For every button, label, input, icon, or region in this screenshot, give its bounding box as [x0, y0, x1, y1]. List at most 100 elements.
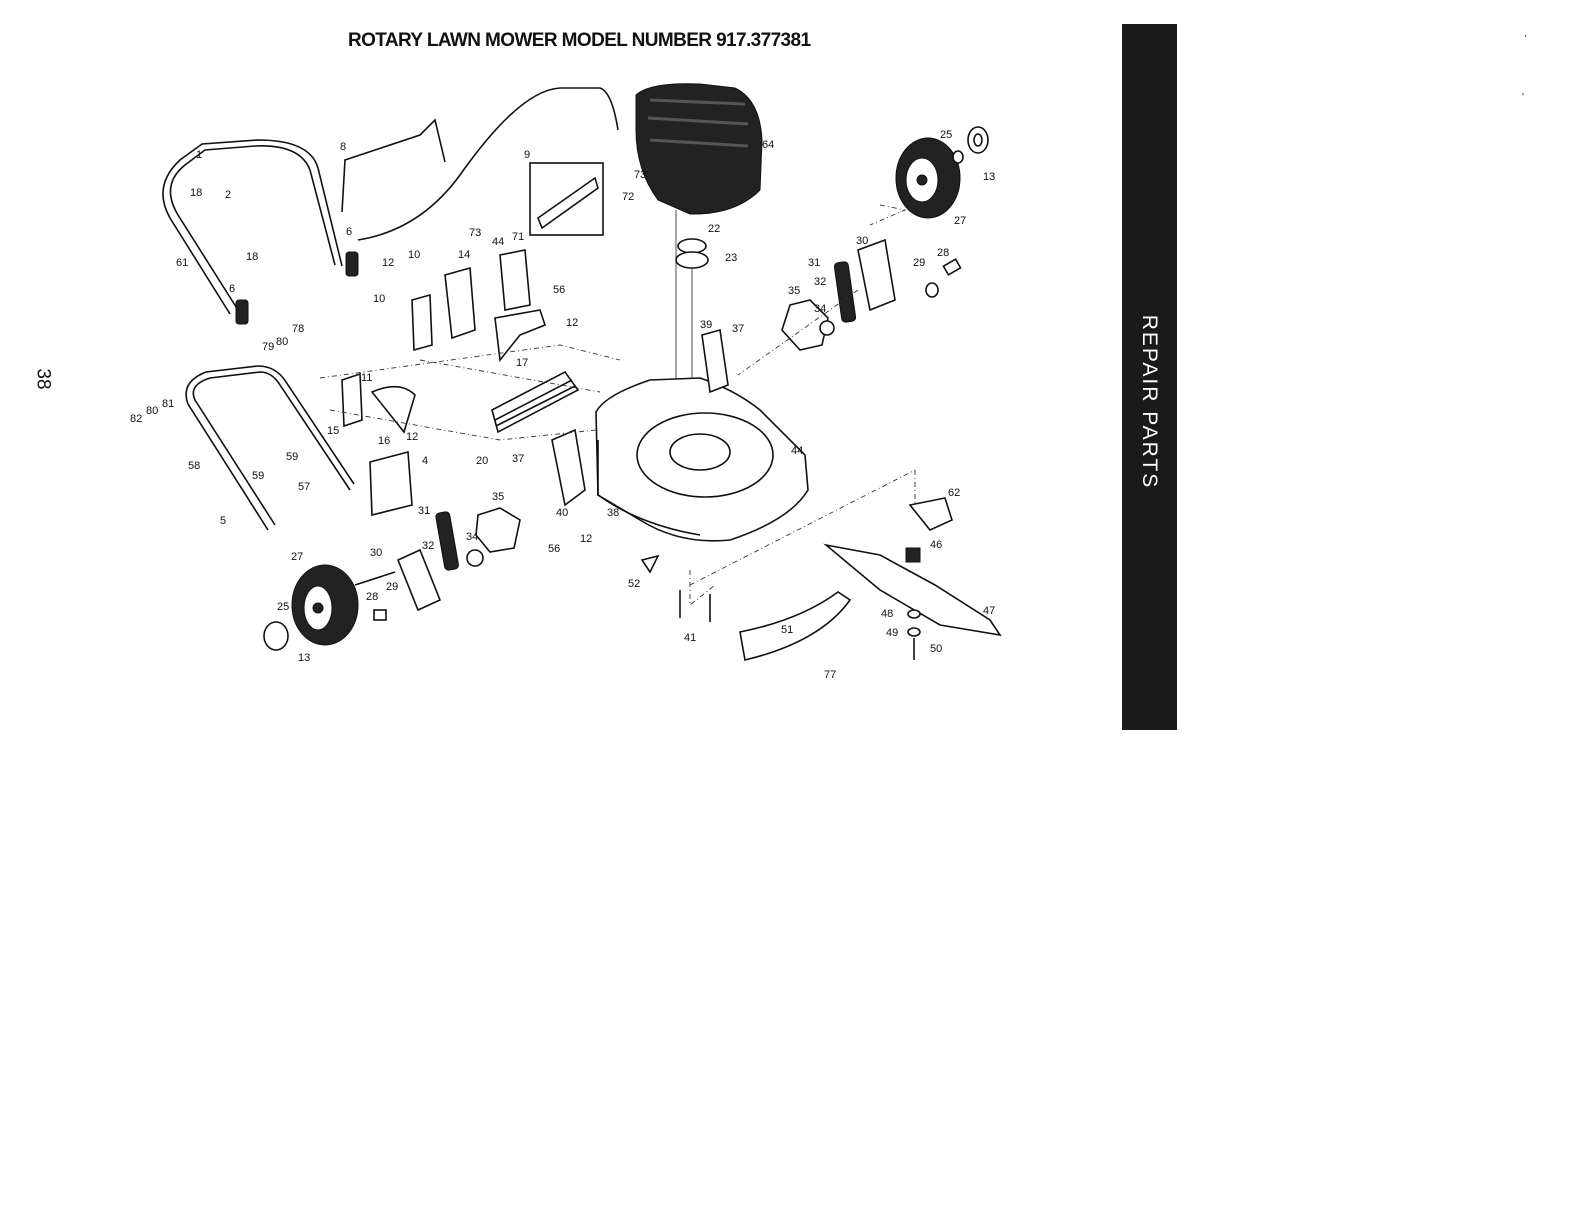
callout: 40 — [556, 507, 568, 519]
callout: 41 — [684, 632, 696, 644]
height-adjuster-bracket — [858, 240, 895, 310]
star-plate-left — [476, 508, 520, 552]
engine — [636, 84, 762, 214]
callout: 52 — [628, 578, 640, 590]
callout: 37 — [512, 453, 524, 465]
callout: 12 — [566, 317, 578, 329]
callout: 18 — [190, 187, 202, 199]
callout: 59 — [286, 451, 298, 463]
pulley — [678, 239, 706, 253]
callout: 71 — [512, 231, 524, 243]
handle-knob-lower — [236, 300, 248, 324]
callout: 20 — [476, 455, 488, 467]
washer-48 — [908, 610, 920, 618]
callout: 57 — [298, 481, 310, 493]
callout: 32 — [422, 540, 434, 552]
callout: 51 — [781, 624, 793, 636]
bracket-10 — [412, 295, 432, 350]
washer-25 — [953, 151, 963, 163]
callout: 39 — [700, 319, 712, 331]
callout: 34 — [466, 531, 478, 543]
callout: 29 — [386, 581, 398, 593]
bracket-15 — [342, 374, 362, 426]
height-adjuster-lever — [834, 261, 856, 322]
callout: 12 — [580, 533, 592, 545]
callout: 22 — [708, 223, 720, 235]
plug-52 — [642, 556, 658, 572]
callout: 34 — [814, 303, 826, 315]
upper-handle — [163, 140, 342, 314]
callout: 28 — [366, 591, 378, 603]
callout: 73 — [634, 169, 646, 181]
callout: 31 — [418, 505, 430, 517]
callout: 78 — [292, 323, 304, 335]
callout: 17 — [516, 357, 528, 369]
callout: 30 — [370, 547, 382, 559]
pulley-lower — [676, 252, 708, 268]
callout: 49 — [886, 627, 898, 639]
callout: 10 — [373, 293, 385, 305]
callout: 50 — [930, 643, 942, 655]
callout: 44 — [791, 445, 803, 457]
callout: 29 — [913, 257, 925, 269]
callout: 61 — [176, 257, 188, 269]
callout: 79 — [262, 341, 274, 353]
callout: 80 — [146, 405, 158, 417]
callout: 5 — [220, 515, 226, 527]
rear-baffle-20 — [492, 372, 578, 432]
baffle-62 — [910, 498, 952, 530]
callout: 38 — [607, 507, 619, 519]
bolt-28 — [943, 259, 960, 275]
callout: 18 — [246, 251, 258, 263]
callout: 32 — [814, 276, 826, 288]
callout: 37 — [732, 323, 744, 335]
callout: 9 — [524, 149, 530, 161]
callout: 80 — [276, 336, 288, 348]
callout: 27 — [954, 215, 966, 227]
callout: 10 — [408, 249, 420, 261]
callout: 81 — [162, 398, 174, 410]
handle-knob-upper — [346, 252, 358, 276]
washer-49 — [908, 628, 920, 636]
hubcap-13-left — [264, 622, 288, 650]
callout: 48 — [881, 608, 893, 620]
callout: 1 — [196, 149, 202, 161]
rear-deflector-51 — [740, 592, 850, 660]
callout: 64 — [762, 139, 774, 151]
callout: 28 — [937, 247, 949, 259]
callout: 59 — [252, 470, 264, 482]
callout: 16 — [378, 435, 390, 447]
callout: 77 — [824, 669, 836, 681]
callout: 62 — [948, 487, 960, 499]
washer-29 — [926, 283, 938, 297]
control-bail — [342, 120, 445, 212]
callout: 56 — [548, 543, 560, 555]
callout: 72 — [622, 191, 634, 203]
mower-deck — [596, 378, 808, 541]
callout: 46 — [930, 539, 942, 551]
height-adjuster-bracket-left — [398, 550, 440, 610]
front-wheel-left — [292, 565, 358, 645]
bracket-40 — [552, 430, 585, 505]
callout: 6 — [346, 226, 352, 238]
callout: 73 — [469, 227, 481, 239]
callout: 2 — [225, 189, 231, 201]
callout: 12 — [406, 431, 418, 443]
callout: 11 — [361, 372, 372, 384]
callout: 47 — [983, 605, 995, 617]
callout: 15 — [327, 425, 339, 437]
callout: 82 — [130, 413, 142, 425]
cover-4 — [370, 452, 412, 515]
rear-wheel-right — [896, 138, 960, 218]
callout: 25 — [277, 601, 289, 613]
callout: 4 — [422, 455, 428, 467]
callout: 58 — [188, 460, 200, 472]
bolt-28-left — [374, 610, 386, 620]
callout: 12 — [382, 257, 394, 269]
callout: 23 — [725, 252, 737, 264]
callout: 35 — [492, 491, 504, 503]
callout: 31 — [808, 257, 820, 269]
callout: 13 — [298, 652, 310, 664]
callout: 56 — [553, 284, 565, 296]
